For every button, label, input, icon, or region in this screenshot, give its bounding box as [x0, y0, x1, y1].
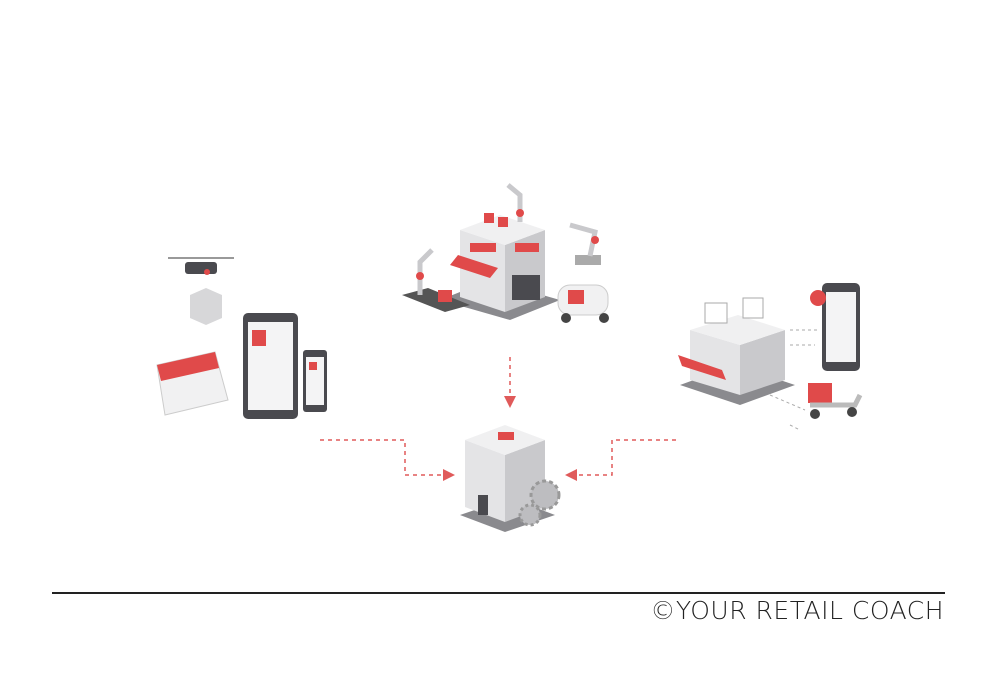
- arrow-left: [320, 439, 455, 481]
- factory-robot-arms-icon: [402, 183, 609, 323]
- store-phone-scooter-icon: [678, 283, 863, 431]
- copyright-text: ©YOUR RETAIL COACH: [650, 596, 944, 625]
- footer-divider: [52, 592, 945, 594]
- office-building-gears-icon: [460, 425, 561, 532]
- drone-calendar-tablet-phone-icon: [156, 257, 327, 419]
- arrow-right: [565, 439, 676, 481]
